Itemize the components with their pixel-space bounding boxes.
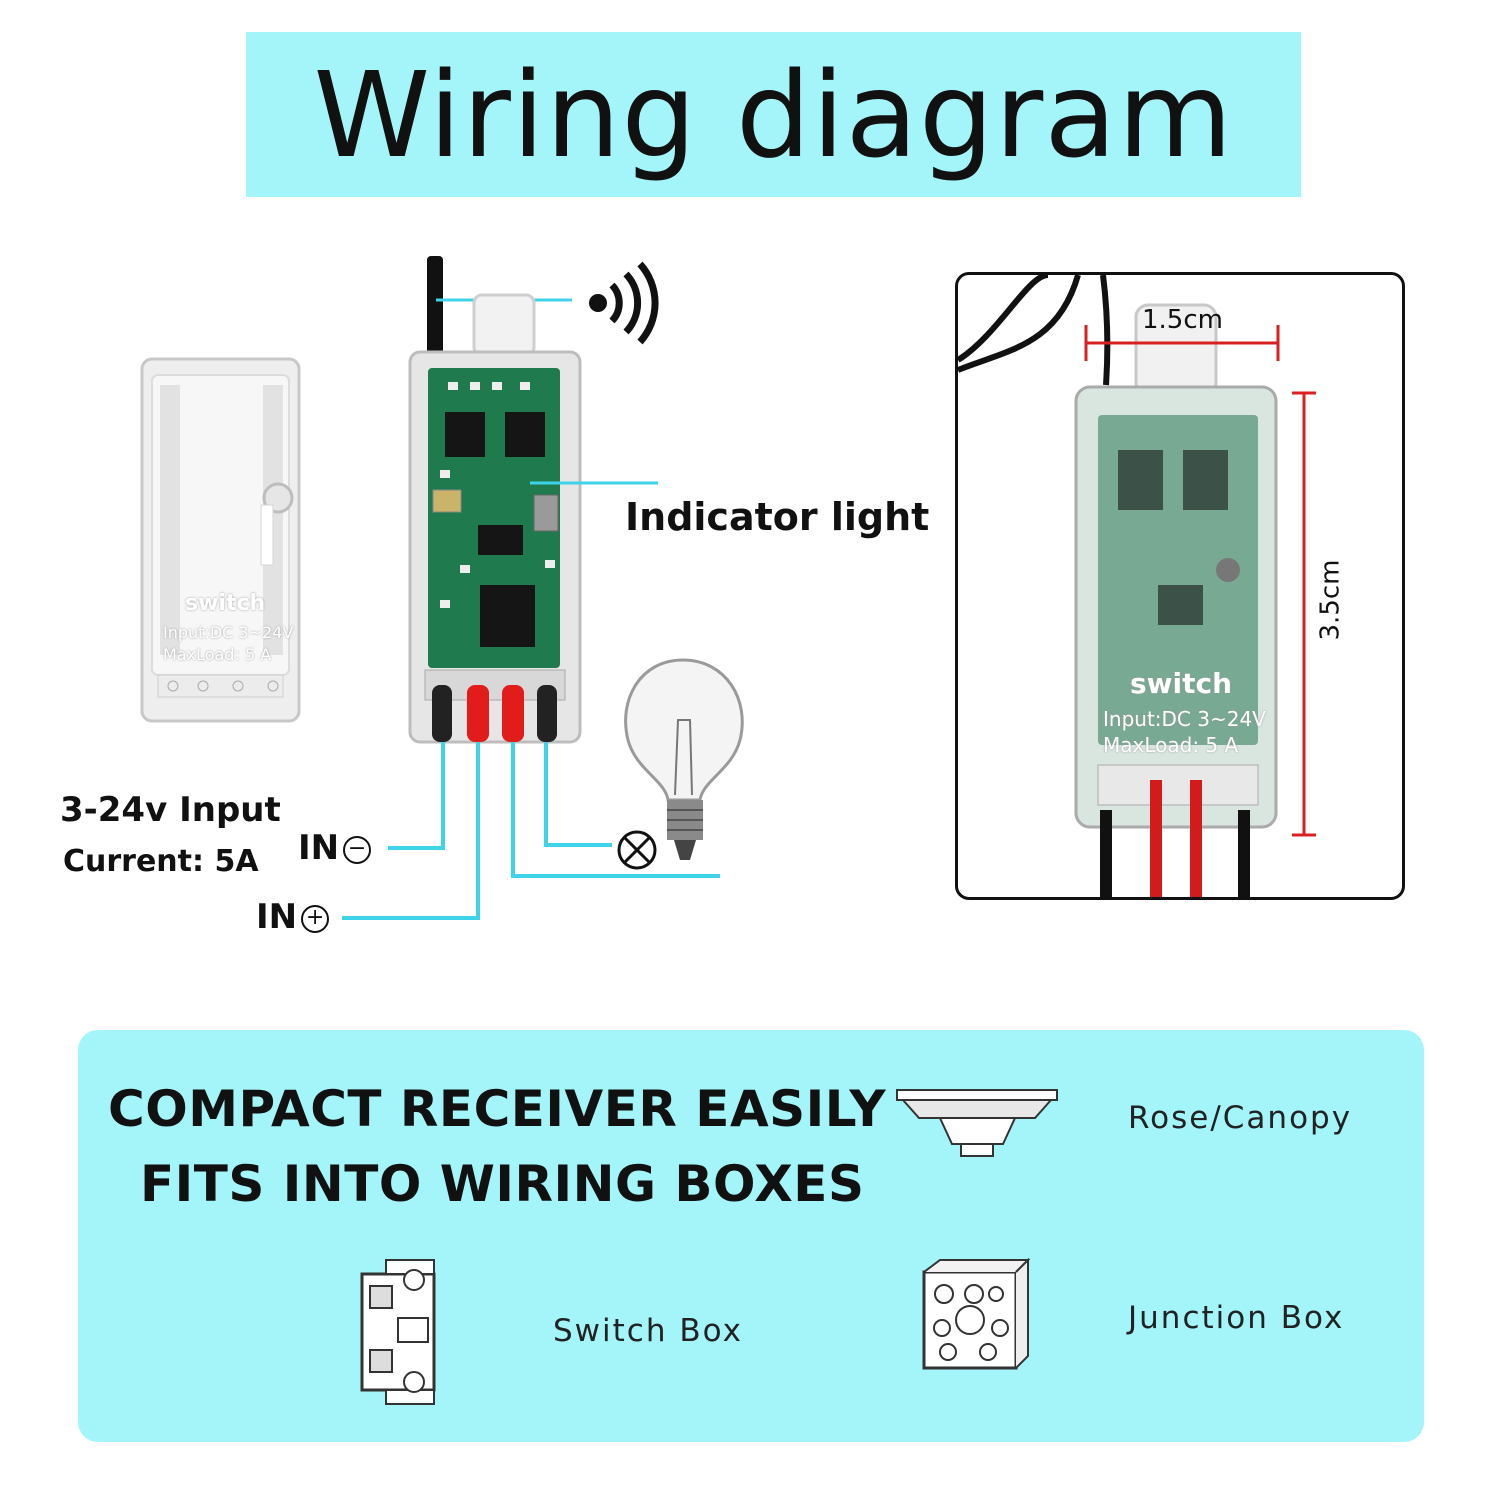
spec-input-voltage: 3-24v Input: [60, 790, 281, 830]
minus-symbol: −: [343, 835, 372, 864]
dimension-photo: [958, 275, 1316, 897]
receiver-case-drawing: [140, 357, 301, 723]
photo-chip-2: [1183, 450, 1228, 510]
title-banner: Wiring diagram: [246, 32, 1301, 197]
indicator-light-label: Indicator light: [625, 495, 930, 539]
switch-box-icon: [360, 1259, 436, 1405]
label-in-positive-text: IN: [256, 897, 298, 937]
photo-case-brand: switch: [1130, 667, 1233, 700]
photo-case-maxload: MaxLoad: 5 A: [1103, 733, 1239, 757]
wiring-schematic: [342, 256, 744, 920]
wireless-signal-icon: [589, 261, 659, 345]
photo-terminals: [1097, 764, 1259, 806]
plus-symbol: +: [301, 904, 330, 933]
rose-canopy-icon: [896, 1089, 1058, 1157]
photo-chip-1: [1118, 450, 1163, 510]
label-input-negative: IN−: [298, 828, 372, 868]
spec-current: Current: 5A: [63, 844, 259, 879]
wire-red-1: [467, 685, 489, 742]
photo-chip-3: [1158, 585, 1203, 625]
photo-case-input: Input:DC 3~24V: [1103, 707, 1266, 731]
crystal-oscillator: [432, 489, 462, 513]
junction-box-label: Junction Box: [1128, 1300, 1345, 1336]
antenna-cable-1: [958, 275, 1049, 363]
chip-2: [505, 412, 545, 457]
rose-canopy-label: Rose/Canopy: [1128, 1100, 1353, 1136]
wire-black-1: [432, 685, 452, 742]
regulator: [478, 525, 523, 555]
width-dimension-marker: [1084, 325, 1280, 361]
line-out-negative: [544, 742, 612, 847]
line-in-negative: [388, 742, 445, 850]
receiver-case-closed: switch Input:DC 3~24V MaxLoad: 5 A: [138, 355, 303, 725]
headline-line-1: COMPACT RECEIVER EASILY: [108, 1080, 887, 1138]
antenna-cable-3: [1100, 275, 1111, 386]
lamp-symbol-icon: [617, 830, 657, 870]
label-in-negative-text: IN: [298, 828, 340, 868]
dimension-photo-frame: switch Input:DC 3~24V MaxLoad: 5 A: [955, 272, 1405, 900]
label-input-positive: IN+: [256, 897, 330, 937]
mounting-tab: [472, 293, 536, 357]
chip-1: [445, 412, 485, 457]
height-dimension-marker: [1292, 391, 1316, 837]
line-out-positive: [511, 742, 720, 878]
wire-red-2: [502, 685, 524, 742]
wire-black-2: [537, 685, 557, 742]
light-bulb-icon: [624, 658, 744, 860]
case-brand: switch: [185, 591, 266, 616]
line-in-positive: [342, 742, 480, 920]
photo-button: [1216, 558, 1240, 582]
relay-driver: [480, 585, 535, 647]
headline-line-2: FITS INTO WIRING BOXES: [140, 1155, 865, 1213]
indicator-button: [533, 494, 559, 532]
page-title: Wiring diagram: [313, 45, 1234, 184]
antenna-cable-2: [958, 275, 1081, 373]
junction-box-icon: [922, 1258, 1031, 1370]
case-maxload-rating: MaxLoad: 5 A: [163, 645, 272, 664]
switch-box-label: Switch Box: [553, 1313, 743, 1349]
info-panel: [78, 1030, 1424, 1442]
case-input-rating: Input:DC 3~24V: [163, 623, 294, 642]
dimension-height-label: 3.5cm: [1315, 559, 1346, 641]
dimension-width-label: 1.5cm: [1142, 305, 1223, 335]
